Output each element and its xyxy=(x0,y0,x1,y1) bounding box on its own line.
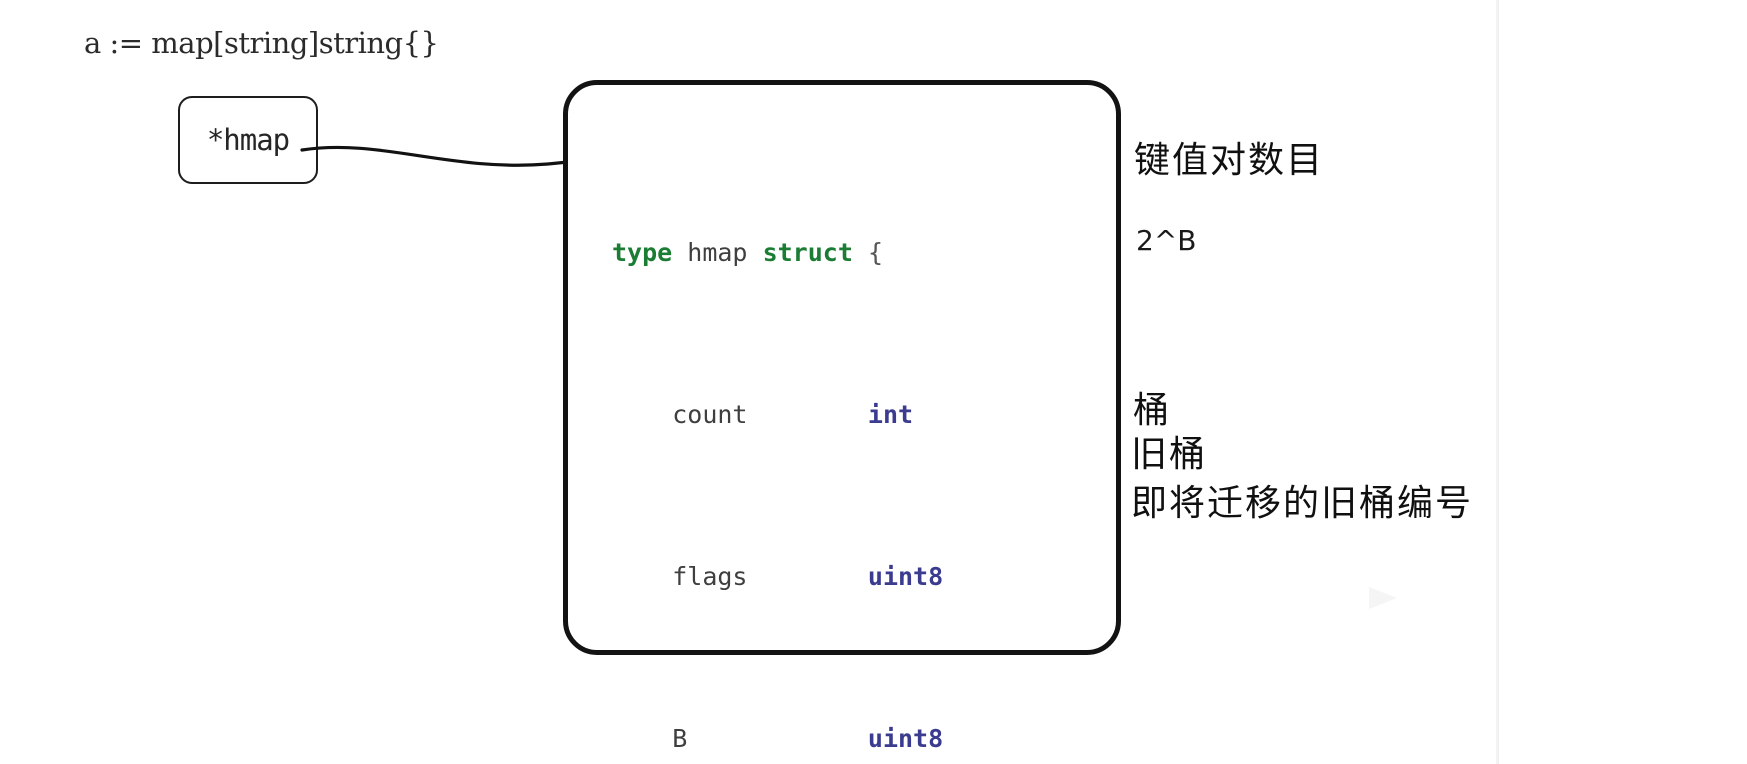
field-type-b: uint8 xyxy=(867,723,944,753)
pad-count xyxy=(747,400,867,429)
code-line-header: type hmap struct { xyxy=(612,233,1064,274)
code-line-field-flags: flags uint8 xyxy=(612,557,1064,598)
page-right-gutter xyxy=(1498,0,1747,764)
field-type-flags: uint8 xyxy=(867,561,944,591)
struct-name: hmap xyxy=(687,237,748,267)
hmap-struct-card: type hmap struct { count int flags uint8… xyxy=(563,80,1121,753)
pad-b xyxy=(687,724,868,753)
annotation-count: 键值对数目 xyxy=(1134,140,1325,181)
field-name-count: count xyxy=(672,399,748,429)
field-name-b: B xyxy=(672,723,688,753)
space-3 xyxy=(853,238,868,267)
code-line-field-b: B uint8 xyxy=(612,719,1064,760)
map-declaration-text: a := map[string]string{} xyxy=(84,26,439,60)
open-brace: { xyxy=(867,237,883,267)
space-1 xyxy=(672,238,687,267)
field-type-count: int xyxy=(867,399,914,429)
code-line-field-count: count int xyxy=(612,395,1064,436)
field-name-flags: flags xyxy=(672,561,748,591)
page-scroll-track[interactable] xyxy=(1496,0,1498,764)
annotation-oldbuckets: 旧桶 xyxy=(1131,434,1208,475)
hmap-pointer-label: *hmap xyxy=(206,123,290,157)
hmap-pointer-box: *hmap xyxy=(178,96,318,184)
hmap-struct-code: type hmap struct { count int flags uint8… xyxy=(612,111,1064,764)
pad-flags xyxy=(747,562,867,591)
bilibili-tv-logo-icon xyxy=(1331,549,1428,629)
annotation-buckets: 桶 xyxy=(1133,390,1172,431)
annotation-nevacuate: 即将迁移的旧桶编号 xyxy=(1131,483,1474,524)
keyword-struct: struct xyxy=(762,237,853,267)
keyword-type: type xyxy=(612,237,673,267)
annotation-b: 2^B xyxy=(1136,224,1197,257)
space-2 xyxy=(748,238,763,267)
